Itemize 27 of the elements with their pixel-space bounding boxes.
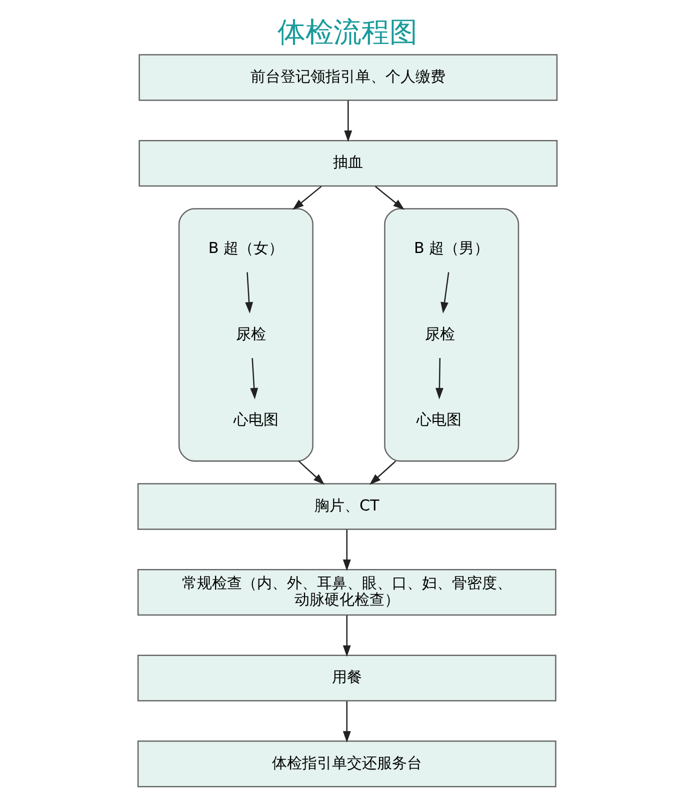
diagram-title: 体检流程图 [278,15,418,48]
arrow [292,185,322,210]
node-text: 心电图 [234,410,279,428]
arrow [435,358,444,399]
node-text: 心电图 [416,410,462,428]
node-box: 胸片、CT [137,482,556,530]
node-box: 用餐 [137,654,556,701]
arrow [374,185,404,210]
node-text: 尿检 [236,324,266,342]
arrow [342,529,351,570]
node-text: 尿检 [425,324,456,342]
arrow [440,272,450,313]
cluster [384,208,520,462]
node-box: 前台登记领指引单、个人缴费 [138,54,558,100]
arrow [245,272,254,314]
arrow [298,460,325,484]
cluster [178,208,314,462]
node-box: 抽血 [138,139,558,186]
arrow [344,100,352,142]
node-box: 常规检查（内、外、耳鼻、眼、口、妇、骨密度、动脉硬化检查） [137,568,556,616]
arrow [370,460,396,484]
arrow [342,700,351,742]
node-text: B 超（女） [208,238,284,256]
node-box: 体检指引单交还服务台 [137,740,556,787]
arrow [250,358,258,399]
arrow [342,614,351,656]
node-text: B 超（男） [414,238,490,256]
